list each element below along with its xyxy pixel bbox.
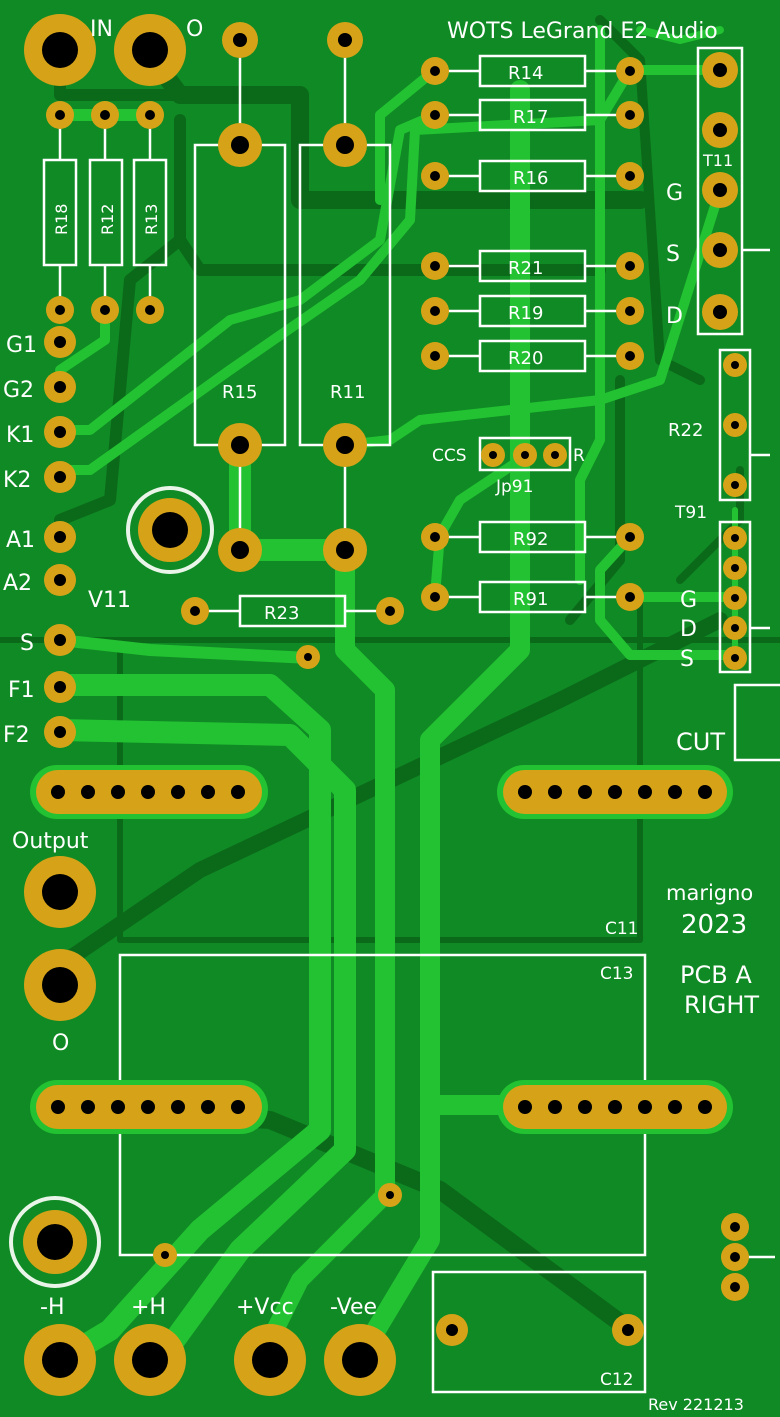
r91-label: R91 — [513, 589, 548, 610]
pin-f2-label: F2 — [3, 723, 30, 748]
t91-pin-d: D — [680, 617, 697, 642]
r14-label: R14 — [508, 63, 543, 84]
r17-label: R17 — [513, 107, 548, 128]
pcb-line2-label: RIGHT — [684, 991, 759, 1019]
r16-label: R16 — [513, 168, 548, 189]
v11-label: V11 — [88, 588, 131, 613]
year-label: 2023 — [681, 910, 747, 940]
r12-label: R12 — [98, 204, 117, 235]
r21-label: R21 — [508, 258, 543, 279]
t11-pin-d: D — [666, 304, 683, 329]
pin-a1-label: A1 — [6, 528, 35, 553]
pin-k1-label: K1 — [6, 423, 34, 448]
revision-label: Rev 221213 — [648, 1395, 744, 1414]
pin-g2-label: G2 — [3, 378, 34, 403]
cut-label: CUT — [676, 728, 725, 756]
t91-label: T91 — [674, 503, 707, 523]
t11-label: T11 — [702, 151, 733, 170]
minus-h-label: -H — [40, 1295, 64, 1320]
header-strips — [30, 765, 733, 1134]
pin-a2-label: A2 — [3, 571, 32, 596]
r11-label: R11 — [330, 382, 365, 403]
plus-h-label: +H — [131, 1295, 166, 1320]
plus-vcc-pad — [234, 1324, 306, 1396]
t91-pin-s: S — [680, 647, 694, 672]
zero-output-pad — [24, 949, 96, 1021]
minus-vee-pad — [324, 1324, 396, 1396]
pin-f1-label: F1 — [8, 678, 35, 703]
board-title: WOTS LeGrand E2 Audio — [447, 19, 718, 44]
r23-label: R23 — [264, 603, 299, 624]
mounting-holes — [9, 486, 214, 1288]
pin-k2-label: K2 — [3, 468, 31, 493]
jp91-label: Jp91 — [495, 477, 533, 497]
zero-top-pad — [114, 14, 186, 86]
c11-label: C11 — [605, 919, 639, 939]
silkscreen-text: WOTS LeGrand E2 Audio IN O R18 R12 R13 R… — [3, 17, 759, 1414]
in-label: IN — [90, 17, 113, 42]
r92-label: R92 — [513, 529, 548, 550]
jp91-left-label: CCS — [432, 446, 467, 466]
zero-top-label: O — [186, 17, 203, 42]
r22-label: R22 — [668, 420, 703, 441]
zero-output-label: O — [52, 1031, 69, 1056]
output-label: Output — [12, 829, 89, 854]
pin-s-label: S — [20, 631, 34, 656]
r20-label: R20 — [508, 348, 543, 369]
plus-h-pad — [114, 1324, 186, 1396]
t11-pin-s: S — [666, 242, 680, 267]
author-label: marigno — [666, 881, 753, 905]
r13-label: R13 — [142, 204, 161, 235]
output-pad — [24, 856, 96, 928]
r18-label: R18 — [52, 204, 71, 235]
c13-label: C13 — [600, 964, 634, 984]
small-pads — [44, 22, 749, 1346]
connector-pads — [24, 14, 396, 1396]
r19-label: R19 — [508, 303, 543, 324]
minus-vee-label: -Vee — [330, 1295, 377, 1320]
jp91-right-label: R — [573, 446, 585, 466]
t91-pin-g: G — [680, 588, 697, 613]
c12-label: C12 — [600, 1370, 634, 1390]
minus-h-pad — [24, 1324, 96, 1396]
pin-g1-label: G1 — [6, 333, 37, 358]
pcb-line1-label: PCB A — [680, 961, 752, 989]
plus-vcc-label: +Vcc — [236, 1295, 294, 1320]
t11-pin-g: G — [666, 181, 683, 206]
r15-label: R15 — [222, 382, 257, 403]
in-pad — [24, 14, 96, 86]
